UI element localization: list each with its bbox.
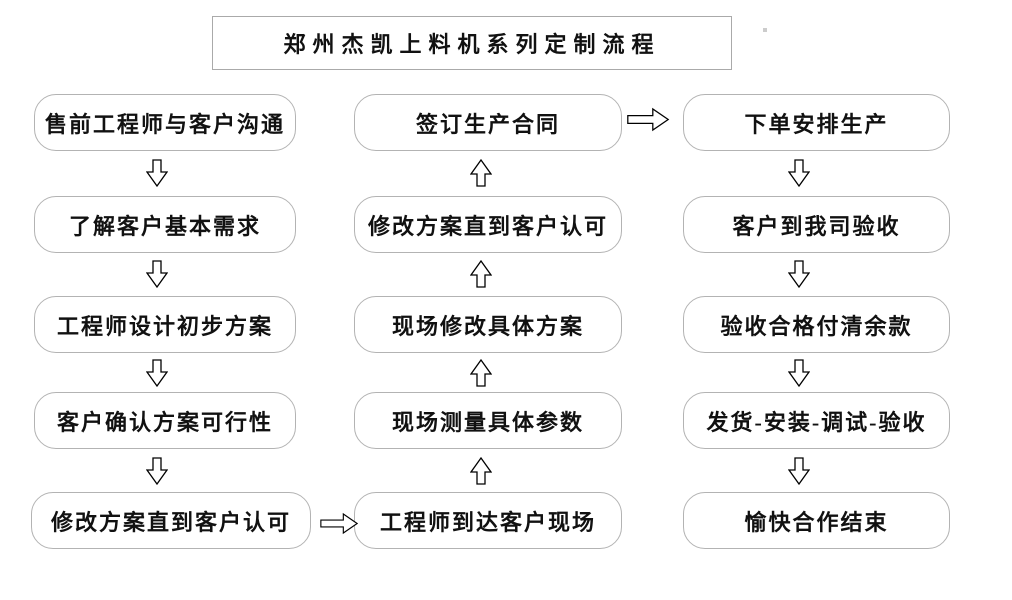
stray-mark [763,28,767,32]
flowchart-title-box: 郑州杰凯上料机系列定制流程 [212,16,732,70]
flow-step-right-4: 发货-安装-调试-验收 [683,392,950,449]
up-arrow-icon [470,159,492,187]
flow-step-left-5: 修改方案直到客户认可 [31,492,311,549]
down-arrow-icon [146,159,168,187]
flow-step-left-3: 工程师设计初步方案 [34,296,296,353]
flowchart-title: 郑州杰凯上料机系列定制流程 [283,32,661,57]
flow-step-middle-2: 修改方案直到客户认可 [354,196,622,253]
flow-step-middle-4: 现场测量具体参数 [354,392,622,449]
flow-step-middle-5: 工程师到达客户现场 [354,492,622,549]
down-arrow-icon [146,457,168,485]
down-arrow-icon [146,359,168,387]
down-arrow-icon [788,457,810,485]
flow-step-right-2: 客户到我司验收 [683,196,950,253]
down-arrow-icon [788,159,810,187]
flow-step-middle-1: 签订生产合同 [354,94,622,151]
up-arrow-icon [470,359,492,387]
flow-step-right-1: 下单安排生产 [683,94,950,151]
down-arrow-icon [788,260,810,288]
down-arrow-icon [146,260,168,288]
up-arrow-icon [470,457,492,485]
flow-step-left-2: 了解客户基本需求 [34,196,296,253]
flow-step-middle-3: 现场修改具体方案 [354,296,622,353]
flow-step-left-4: 客户确认方案可行性 [34,392,296,449]
down-arrow-icon [788,359,810,387]
flow-step-right-3: 验收合格付清余款 [683,296,950,353]
right-arrow-icon [627,107,670,132]
flow-step-right-5: 愉快合作结束 [683,492,950,549]
right-arrow-icon [320,512,358,535]
up-arrow-icon [470,260,492,288]
flow-step-left-1: 售前工程师与客户沟通 [34,94,296,151]
